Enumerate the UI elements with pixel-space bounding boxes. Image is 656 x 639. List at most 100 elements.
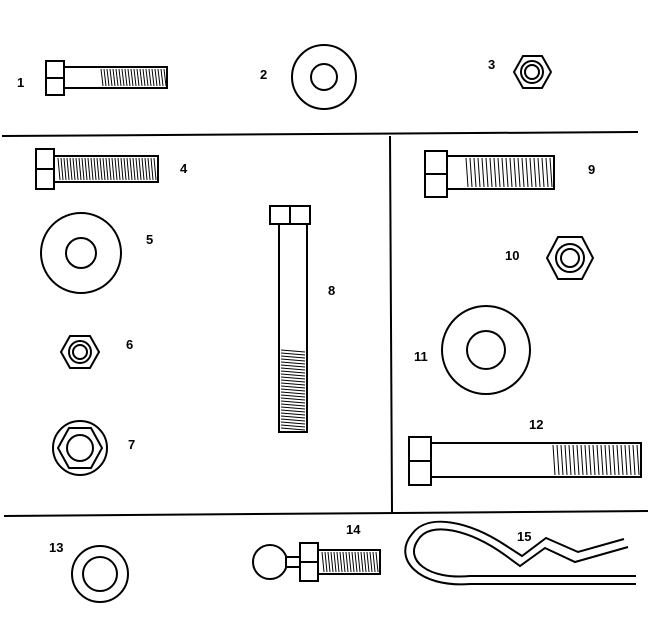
thread-line <box>69 157 73 181</box>
thread-line <box>124 68 128 87</box>
thread-line <box>357 551 361 573</box>
thread-line <box>280 394 306 398</box>
thread-line <box>280 409 306 413</box>
thread-line <box>109 68 113 87</box>
callout-8: 8 <box>328 283 336 298</box>
thread-line <box>280 373 306 377</box>
thread-line <box>588 444 592 476</box>
thread-line <box>280 415 306 419</box>
thread-line <box>280 418 306 422</box>
thread-line <box>620 444 624 476</box>
thread-line <box>90 157 94 181</box>
callout-1: 1 <box>17 75 25 90</box>
thread-line <box>628 444 632 476</box>
thread-line <box>75 157 79 181</box>
part-9-hex-bolt <box>424 150 555 198</box>
thread-line <box>477 157 481 188</box>
thread-line <box>160 68 164 87</box>
thread-line <box>280 367 306 371</box>
thread-line <box>117 157 121 181</box>
thread-line <box>541 157 545 188</box>
part-8-long-hex-bolt <box>269 205 311 433</box>
thread-line <box>280 391 306 395</box>
part-4-hex-bolt <box>35 148 159 190</box>
thread-line <box>366 551 370 573</box>
thread-line <box>564 444 568 476</box>
callout-4: 4 <box>180 161 188 176</box>
thread-line <box>473 157 477 188</box>
thread-line <box>339 551 343 573</box>
thread-line <box>280 385 306 389</box>
thread-line <box>103 68 107 87</box>
thread-line <box>136 68 140 87</box>
thread-line <box>150 157 154 181</box>
thread-line <box>120 157 124 181</box>
thread-line <box>469 157 473 188</box>
thread-line <box>375 551 379 573</box>
part-14-ball-stud <box>252 542 381 582</box>
thread-line <box>489 157 493 188</box>
thread-line <box>552 444 556 476</box>
thread-line <box>624 444 628 476</box>
thread-line <box>87 157 91 181</box>
thread-line <box>280 400 306 404</box>
thread-line <box>84 157 88 181</box>
thread-line <box>81 157 85 181</box>
thread-line <box>465 157 469 188</box>
thread-line <box>327 551 331 573</box>
thread-line <box>612 444 616 476</box>
thread-line <box>111 157 115 181</box>
thread-line <box>509 157 513 188</box>
callout-14: 14 <box>346 522 361 537</box>
thread-line <box>533 157 537 188</box>
thread-line <box>112 68 116 87</box>
thread-line <box>114 157 118 181</box>
thread-line <box>126 157 130 181</box>
part-6-lock-nut <box>59 335 101 369</box>
thread-line <box>145 68 149 87</box>
thread-line <box>153 157 157 181</box>
thread-line <box>521 157 525 188</box>
thread-line <box>280 376 306 380</box>
thread-line <box>513 157 517 188</box>
callout-15: 15 <box>517 529 532 544</box>
thread-line <box>78 157 82 181</box>
thread-line <box>280 358 306 362</box>
thread-line <box>151 68 155 87</box>
thread-line <box>545 157 549 188</box>
thread-line <box>163 68 167 87</box>
part-2-flat-washer <box>291 44 357 110</box>
thread-line <box>280 364 306 368</box>
thread-line <box>493 157 497 188</box>
thread-line <box>135 157 139 181</box>
part-3-lock-nut <box>512 55 553 89</box>
callout-6: 6 <box>126 337 134 352</box>
thread-line <box>321 551 325 573</box>
thread-line <box>280 352 306 356</box>
thread-line <box>102 157 106 181</box>
thread-line <box>501 157 505 188</box>
thread-line <box>497 157 501 188</box>
callout-13: 13 <box>49 540 64 555</box>
thread-line <box>63 157 67 181</box>
thread-line <box>560 444 564 476</box>
callout-10: 10 <box>505 248 520 263</box>
thread-line <box>280 379 306 383</box>
thread-line <box>118 68 122 87</box>
thread-line <box>280 397 306 401</box>
thread-line <box>115 68 119 87</box>
callout-12: 12 <box>529 417 544 432</box>
callout-7: 7 <box>128 437 136 452</box>
thread-line <box>584 444 588 476</box>
thread-line <box>280 406 306 410</box>
thread-line <box>66 157 70 181</box>
part-5-flat-washer <box>40 212 122 294</box>
thread-line <box>133 68 137 87</box>
thread-line <box>616 444 620 476</box>
thread-line <box>348 551 352 573</box>
thread-line <box>580 444 584 476</box>
part-13-flat-washer <box>71 545 129 603</box>
thread-line <box>121 68 125 87</box>
thread-line <box>108 157 112 181</box>
